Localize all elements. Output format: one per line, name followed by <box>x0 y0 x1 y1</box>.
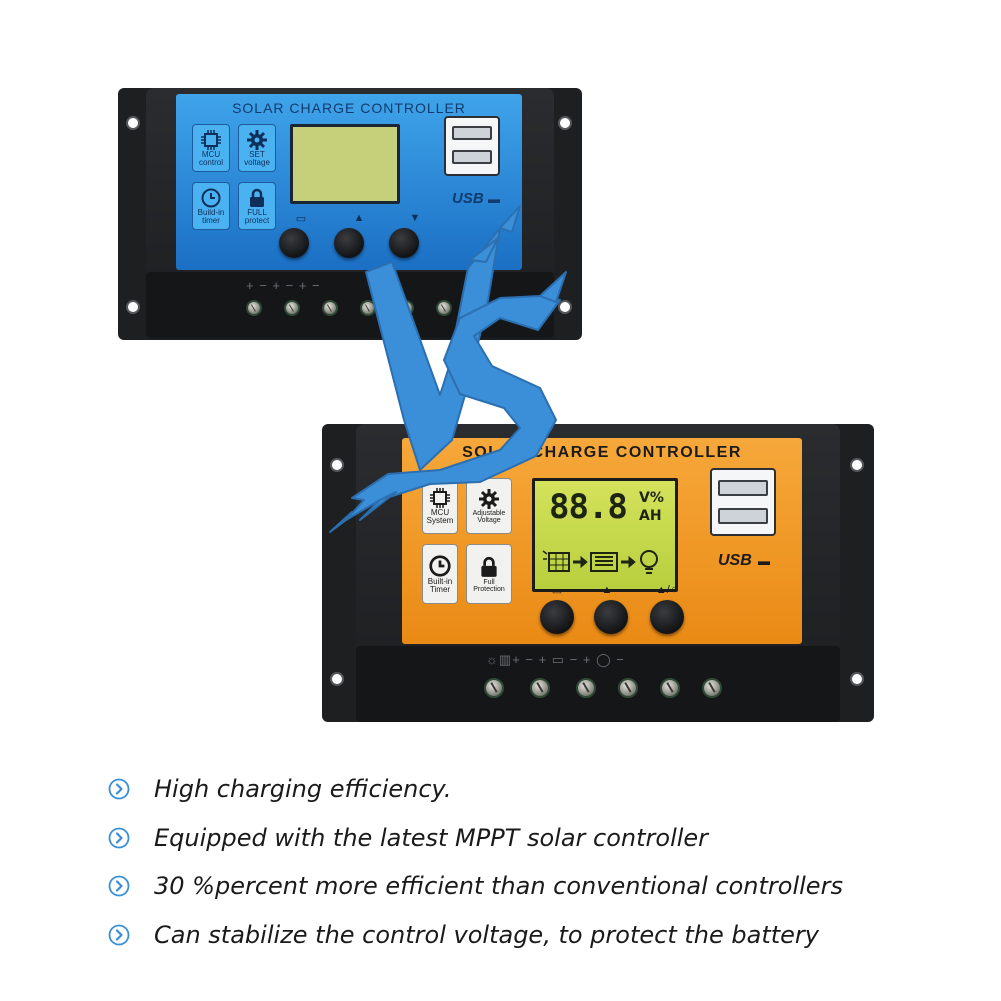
tile-label: Built-in Timer <box>427 576 453 594</box>
tile-label: Adjustable Voltage <box>472 509 506 524</box>
terminal-screw <box>702 678 722 698</box>
menu-button-icon: ▭ <box>551 585 563 597</box>
usb-port <box>452 150 492 164</box>
clock-icon <box>201 188 221 208</box>
menu-button-icon: ▭ <box>295 213 307 225</box>
terminal-screw <box>398 300 414 316</box>
usb-port <box>718 508 768 524</box>
menu-button[interactable] <box>279 228 309 258</box>
down-button-icon: ▼ <box>409 212 421 224</box>
lcd-unit-top: V% <box>639 490 664 506</box>
down-light-button-icon: ▲/♀ <box>655 584 679 596</box>
mounting-hole-icon <box>330 672 344 686</box>
usb-label: USB <box>718 552 752 569</box>
full-protect-tile: FULL protect <box>238 182 276 230</box>
up-button-icon: ▲ <box>601 584 613 596</box>
feature-text: Equipped with the latest MPPT solar cont… <box>154 823 709 852</box>
chevron-circle-right-icon <box>108 875 130 897</box>
feature-item: High charging efficiency. <box>108 765 968 814</box>
terminal-screw <box>530 678 550 698</box>
tile-label: Full Protection <box>473 578 505 593</box>
timer-tile: Build-in timer <box>192 182 230 230</box>
tile-label: MCU System <box>426 507 454 525</box>
lcd-digits: 88.8 <box>549 487 628 527</box>
terminal-block: + − + − + − <box>146 272 554 338</box>
lcd-unit-bottom: AH <box>639 508 662 524</box>
usb-ports <box>710 468 776 536</box>
chevron-circle-right-icon <box>108 778 130 800</box>
usb-port <box>718 480 768 496</box>
tile-label: SET voltage <box>244 149 270 167</box>
up-button-icon: ▲ <box>353 212 365 224</box>
terminal-screw <box>246 300 262 316</box>
up-button[interactable] <box>334 228 364 258</box>
tile-label: Build-in timer <box>197 207 225 225</box>
chevron-circle-right-icon <box>108 827 130 849</box>
lock-icon <box>481 556 497 577</box>
mcu-control-tile: MCU control <box>192 124 230 172</box>
mounting-hole-icon <box>558 116 572 130</box>
orange-charge-controller: SOLAR CHARGE CONTROLLER MCU System Adjus… <box>322 424 874 722</box>
blue-charge-controller: SOLAR CHARGE CONTROLLER MCU control SET … <box>118 88 582 340</box>
terminal-screw <box>618 678 638 698</box>
solar-to-battery-to-load-icon <box>542 550 658 574</box>
terminal-screw <box>284 300 300 316</box>
usb-plug-icon: ▬ <box>758 554 770 568</box>
feature-text: High charging efficiency. <box>154 775 452 804</box>
terminal-screw <box>484 678 504 698</box>
tile-label: MCU control <box>198 149 223 167</box>
chip-icon <box>430 487 450 508</box>
mounting-hole-icon <box>126 300 140 314</box>
panel-title: SOLAR CHARGE CONTROLLER <box>232 100 466 116</box>
down-button[interactable] <box>650 600 684 634</box>
clock-icon <box>429 554 451 577</box>
mcu-system-tile: MCU System <box>422 478 458 534</box>
lock-icon <box>250 188 264 207</box>
terminal-screw <box>360 300 376 316</box>
usb-ports <box>444 116 500 176</box>
set-voltage-tile: SET voltage <box>238 124 276 172</box>
terminal-screw <box>576 678 596 698</box>
feature-item: Can stabilize the control voltage, to pr… <box>108 911 968 960</box>
feature-text: 30 %percent more efficient than conventi… <box>154 872 843 901</box>
terminal-screw <box>322 300 338 316</box>
usb-plug-icon: ▬ <box>488 192 500 206</box>
front-panel: SOLAR CHARGE CONTROLLER MCU control SET … <box>176 94 522 270</box>
front-panel: SOLAR CHARGE CONTROLLER MCU System Adjus… <box>402 438 802 644</box>
timer-tile: Built-in Timer <box>422 544 458 604</box>
feature-text: Can stabilize the control voltage, to pr… <box>154 920 819 949</box>
lcd-display: 88.8 V% AH <box>532 478 678 592</box>
mounting-hole-icon <box>850 672 864 686</box>
terminal-screw <box>660 678 680 698</box>
terminal-symbols: + − + − + − <box>246 278 321 293</box>
menu-button[interactable] <box>540 600 574 634</box>
usb-label: USB <box>452 190 484 207</box>
feature-item: Equipped with the latest MPPT solar cont… <box>108 814 968 863</box>
usb-port <box>452 126 492 140</box>
chevron-circle-right-icon <box>108 924 130 946</box>
adjustable-voltage-tile: Adjustable Voltage <box>466 478 512 534</box>
tile-label: FULL protect <box>244 207 270 225</box>
mounting-hole-icon <box>330 458 344 472</box>
terminal-screw <box>436 300 452 316</box>
down-button[interactable] <box>389 228 419 258</box>
gear-icon <box>247 129 267 150</box>
mounting-hole-icon <box>126 116 140 130</box>
terminal-block: ☼▥+ − + ▭ − + ◯ − <box>356 646 840 722</box>
up-button[interactable] <box>594 600 628 634</box>
mounting-hole-icon <box>558 300 572 314</box>
chip-icon <box>201 129 221 150</box>
panel-title: SOLAR CHARGE CONTROLLER <box>462 444 742 461</box>
mounting-hole-icon <box>850 458 864 472</box>
terminal-symbols: ☼▥+ − + ▭ − + ◯ − <box>486 652 625 667</box>
full-protection-tile: Full Protection <box>466 544 512 604</box>
feature-item: 30 %percent more efficient than conventi… <box>108 862 968 911</box>
gear-icon <box>479 488 499 509</box>
lcd-display <box>290 124 400 204</box>
feature-list: High charging efficiency. Equipped with … <box>108 765 968 959</box>
